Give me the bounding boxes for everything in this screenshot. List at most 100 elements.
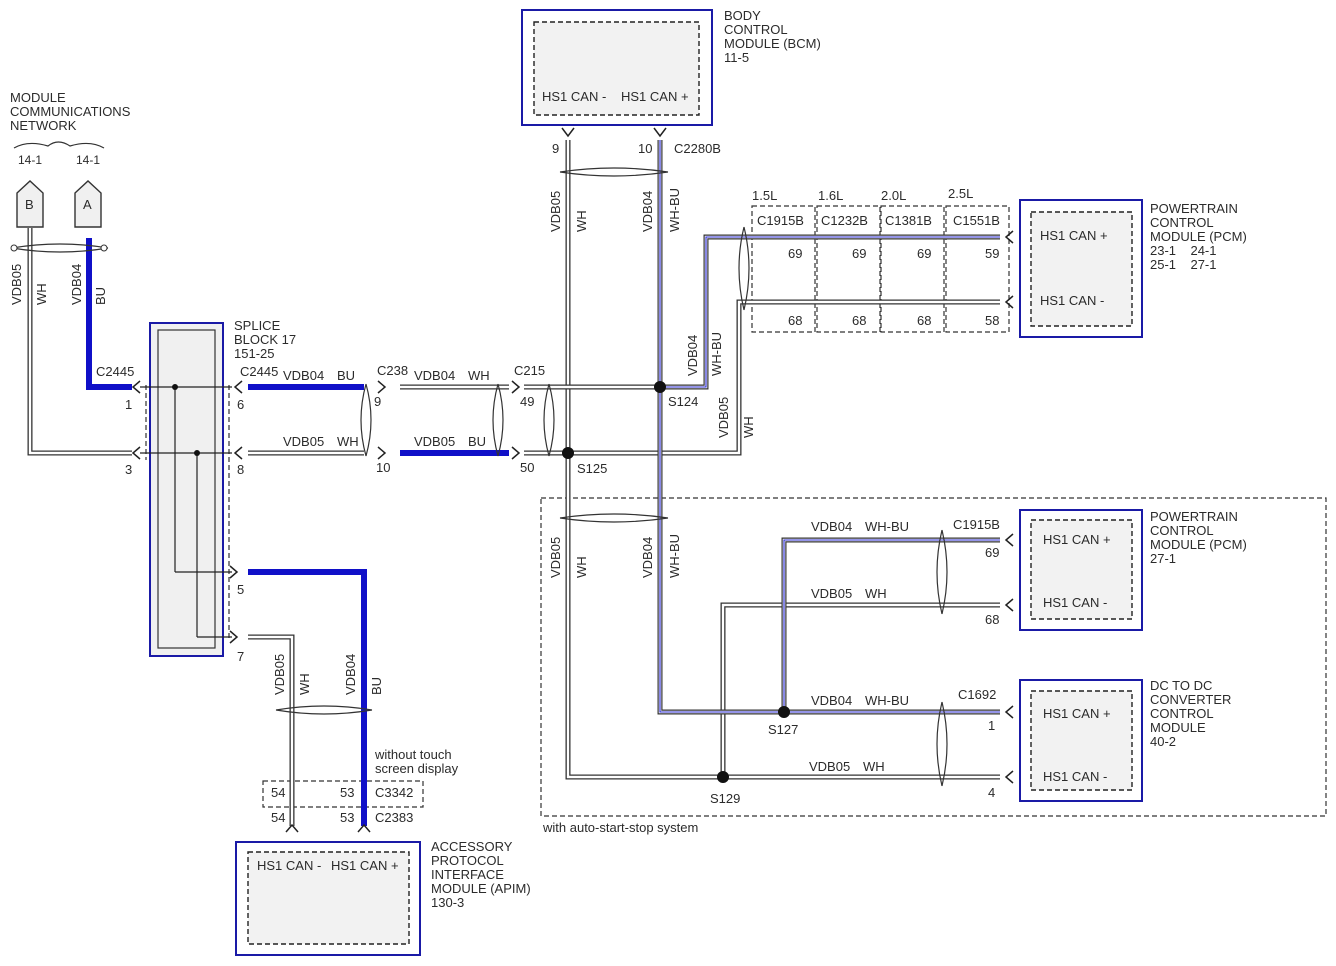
c238-pin-10: 10	[376, 460, 390, 475]
dcdc-name-2: CONVERTER	[1150, 692, 1231, 707]
dcdc-name-5: 40-2	[1150, 734, 1176, 749]
apim-minus-color: WH	[297, 673, 312, 695]
sb6-color: BU	[337, 368, 355, 383]
c3342-label: C3342	[375, 785, 413, 800]
bcm-trunk-circuit: VDB05	[548, 191, 563, 232]
c1915b-lower-label: C1915B	[953, 517, 1000, 532]
c238-label: C238	[377, 363, 408, 378]
sb8-color: WH	[337, 434, 359, 449]
bcm-trunk2-circuit: VDB04	[640, 191, 655, 232]
connector-labels: 9 10 C2280B C2445 1 3 C2445 6 8 5 7 C238…	[96, 141, 1000, 825]
apim-pin-plus: HS1 CAN +	[331, 858, 399, 873]
pcm-module-upper: HS1 CAN + HS1 CAN - POWERTRAIN CONTROL M…	[1019, 199, 1247, 338]
pcm2-minus-circuit: VDB05	[811, 586, 852, 601]
flag-a-label: A	[83, 197, 92, 212]
dcdc-name-4: MODULE	[1150, 720, 1206, 735]
dcdc-name-3: CONTROL	[1150, 706, 1214, 721]
engine-connector-1: C1915B	[757, 213, 804, 228]
network-title-2: COMMUNICATIONS	[10, 104, 131, 119]
engine-bottom-pin-1: 68	[788, 313, 802, 328]
pcm1-name-4: 23-1 24-1	[1150, 243, 1217, 258]
bcm-pin-9: 9	[552, 141, 559, 156]
sb6-circuit: VDB04	[283, 368, 324, 383]
apim-plus-circuit: VDB04	[343, 654, 358, 695]
apim-minus-circuit: VDB05	[272, 654, 287, 695]
c2383-pin-54: 54	[271, 810, 285, 825]
pcm1-name-1: POWERTRAIN	[1150, 201, 1238, 216]
engine-bottom-pin-2: 68	[852, 313, 866, 328]
engine-top-pin-3: 69	[917, 246, 931, 261]
twist-markers	[10, 167, 948, 787]
dcdc-minus-circuit: VDB05	[809, 759, 850, 774]
touch-note-2: screen display	[375, 761, 459, 776]
sb-pin-7: 7	[237, 649, 244, 664]
c238-pin-9: 9	[374, 394, 381, 409]
connector-arrows	[131, 127, 1014, 833]
net-b-color: WH	[34, 283, 49, 305]
pcm1-pin-minus: HS1 CAN -	[1040, 293, 1104, 308]
apim-name-3: INTERFACE	[431, 867, 504, 882]
s127-label: S127	[768, 722, 798, 737]
splice-block-17: SPLICE BLOCK 17 151-25	[140, 318, 296, 657]
pcm2-plus-circuit: VDB04	[811, 519, 852, 534]
c1915b-pin-68: 68	[985, 612, 999, 627]
c2280b-label: C2280B	[674, 141, 721, 156]
pcm2-pin-minus: HS1 CAN -	[1043, 595, 1107, 610]
sb-pin-5: 5	[237, 582, 244, 597]
s125-label: S125	[577, 461, 607, 476]
bcm-trunk-color: WH	[574, 210, 589, 232]
dcdc-pin-plus: HS1 CAN +	[1043, 706, 1111, 721]
engine-label-4: 2.5L	[948, 186, 973, 201]
c2383-label: C2383	[375, 810, 413, 825]
dcdc-name-1: DC TO DC	[1150, 678, 1212, 693]
sb-c2445-label: C2445	[240, 364, 278, 379]
c238-10-circuit: VDB05	[414, 434, 455, 449]
splice-points	[562, 381, 790, 783]
lower-trunk-color: WH	[574, 556, 589, 578]
pcm2-minus-color: WH	[865, 586, 887, 601]
pcm1-pin-plus: HS1 CAN +	[1040, 228, 1108, 243]
engine-variant-connectors: 1.5L 1.6L 2.0L 2.5L C1915B C1232B C1381B…	[751, 186, 1010, 333]
sb-pin-8: 8	[237, 462, 244, 477]
pcm1-name-2: CONTROL	[1150, 215, 1214, 230]
bcm-name-3: MODULE (BCM)	[724, 36, 821, 51]
dcdc-pin-minus: HS1 CAN -	[1043, 769, 1107, 784]
splice-block-name-1: SPLICE	[234, 318, 281, 333]
splice-s129	[717, 771, 729, 783]
engine-connector-2: C1232B	[821, 213, 868, 228]
pcm1-name-3: MODULE (PCM)	[1150, 229, 1247, 244]
dcdc-minus-color: WH	[863, 759, 885, 774]
c215-pin-49: 49	[520, 394, 534, 409]
pcm1-plus-color: WH-BU	[709, 332, 724, 376]
network-reference: MODULE COMMUNICATIONS NETWORK 14-1 14-1 …	[10, 90, 131, 228]
c3342-connector	[262, 780, 424, 808]
dcdc-plus-circuit: VDB04	[811, 693, 852, 708]
c1692-label: C1692	[958, 687, 996, 702]
bcm-pin-minus: HS1 CAN -	[542, 89, 606, 104]
s124-label: S124	[668, 394, 698, 409]
dcdc-plus-color: WH-BU	[865, 693, 909, 708]
flag-b-icon	[16, 180, 44, 228]
sb8-circuit: VDB05	[283, 434, 324, 449]
net-a-color: BU	[93, 287, 108, 305]
engine-label-2: 1.6L	[818, 188, 843, 203]
wire-labels: VDB05 WH VDB04 BU VDB05 WH VDB04 WH-BU V…	[9, 188, 909, 774]
pcm1-minus-color: WH	[741, 416, 756, 438]
apim-module: HS1 CAN - HS1 CAN + ACCESSORY PROTOCOL I…	[235, 839, 531, 956]
c2383-pin-53: 53	[340, 810, 354, 825]
c2445-label: C2445	[96, 364, 134, 379]
pcm1-plus-circuit: VDB04	[685, 335, 700, 376]
c1692-pin-4: 4	[988, 785, 995, 800]
engine-top-pin-2: 69	[852, 246, 866, 261]
net-b-circuit: VDB05	[9, 264, 24, 305]
dcdc-module: HS1 CAN + HS1 CAN - DC TO DC CONVERTER C…	[1019, 678, 1231, 802]
pcm2-name-2: CONTROL	[1150, 523, 1214, 538]
engine-connector-4: C1551B	[953, 213, 1000, 228]
engine-label-3: 2.0L	[881, 188, 906, 203]
s129-label: S129	[710, 791, 740, 806]
white-wires	[27, 140, 1000, 826]
pcm-module-lower: HS1 CAN + HS1 CAN - POWERTRAIN CONTROL M…	[1019, 509, 1247, 631]
bcm-trunk2-color: WH-BU	[667, 188, 682, 232]
sb-pin-6: 6	[237, 397, 244, 412]
apim-pin-minus: HS1 CAN -	[257, 858, 321, 873]
